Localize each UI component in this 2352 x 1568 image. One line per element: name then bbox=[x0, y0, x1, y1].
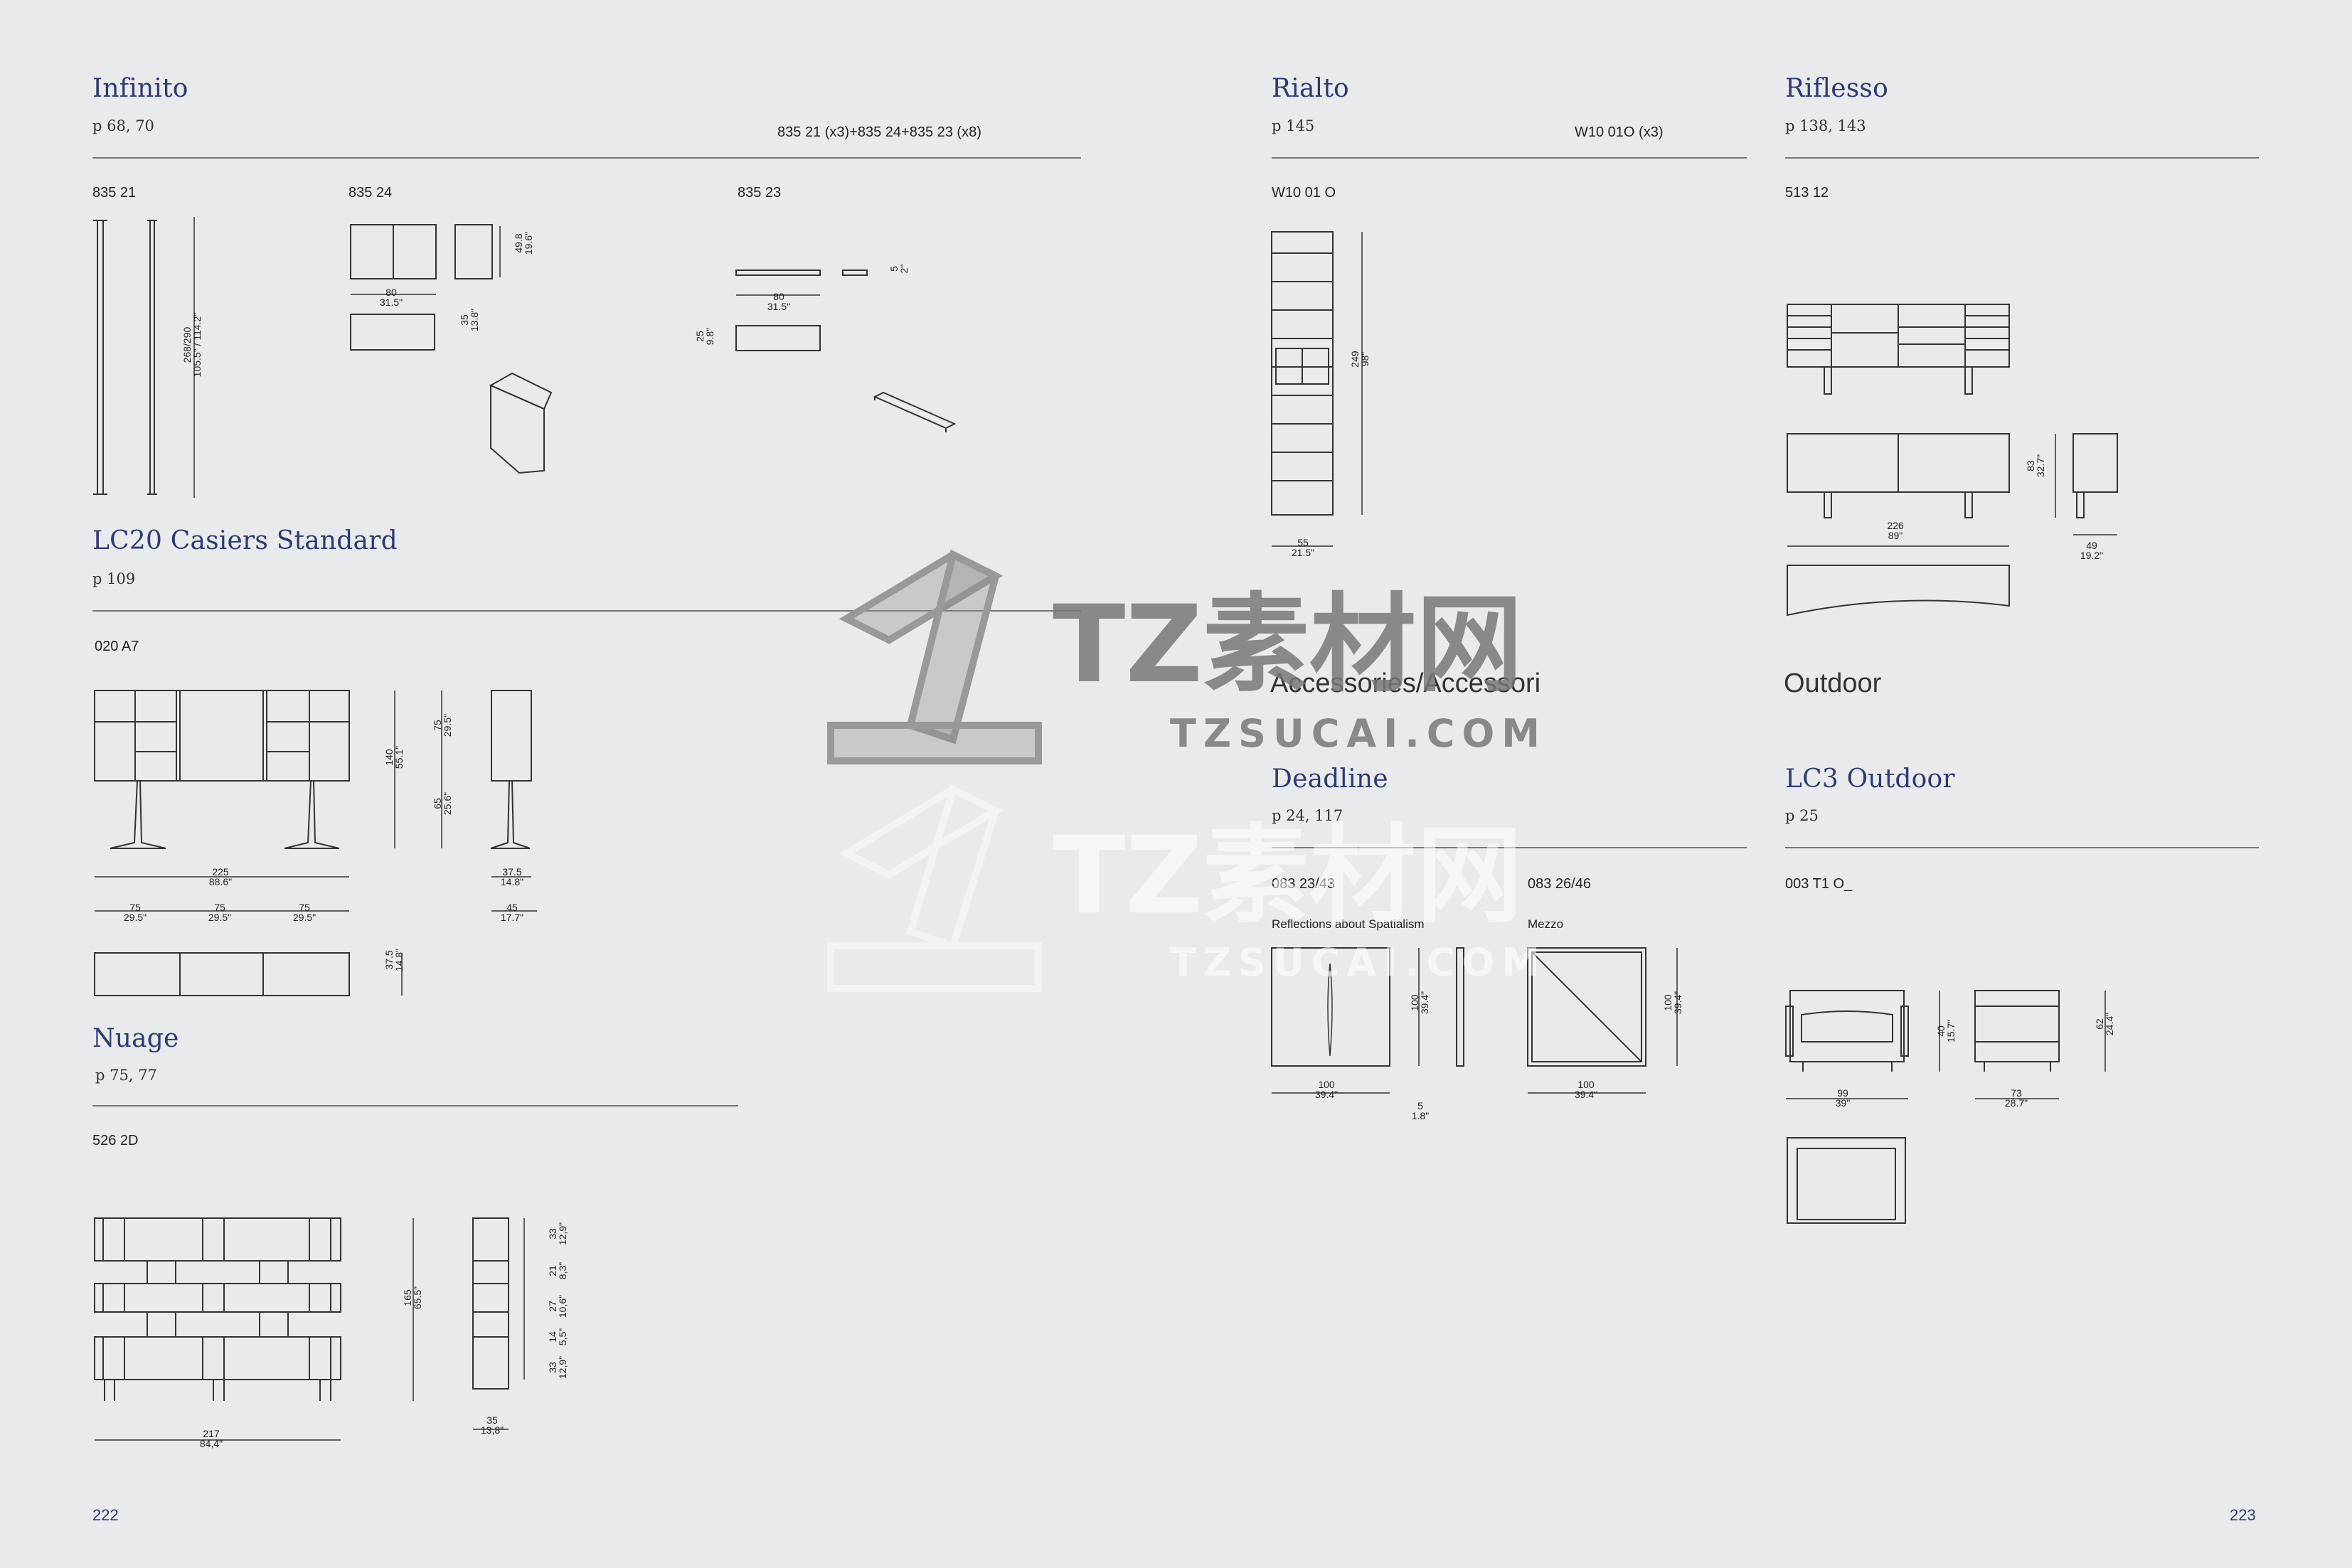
lc20-title: LC20 Casiers Standard bbox=[92, 526, 398, 555]
watermark-en-faint: TZSUCAI.COM bbox=[1170, 940, 1548, 985]
deadline-drawing bbox=[1271, 947, 1678, 1094]
nuage-code: 526 2D bbox=[92, 1133, 139, 1148]
riflesso-code: 513 12 bbox=[1785, 185, 1829, 201]
rialto-pages: p 145 bbox=[1272, 117, 1315, 134]
rialto-rule bbox=[1272, 157, 1747, 159]
riflesso-title: Riflesso bbox=[1785, 74, 1888, 103]
infinito-835-24-drawing bbox=[350, 224, 553, 474]
lc3-drawing bbox=[1785, 990, 2106, 1224]
watermark-cn: TZ素材网 bbox=[1053, 583, 1523, 707]
nuage-drawing bbox=[94, 1217, 525, 1441]
deadline-title: Deadline bbox=[1272, 764, 1388, 794]
deadline-rule bbox=[1272, 847, 1747, 848]
infinito-title: Infinito bbox=[92, 74, 188, 103]
lc3-pages: p 25 bbox=[1785, 807, 1819, 824]
infinito-config: 835 21 (x3)+835 24+835 23 (x8) bbox=[777, 124, 981, 140]
deadline-pages: p 24, 117 bbox=[1272, 807, 1343, 824]
infinito-pages: p 68, 70 bbox=[92, 117, 154, 134]
deadline-code-a: 083 23/43 bbox=[1272, 876, 1335, 892]
infinito-835-23-drawing bbox=[735, 270, 957, 432]
nuage-title: Nuage bbox=[92, 1024, 179, 1053]
rialto-title: Rialto bbox=[1272, 74, 1349, 103]
infinito-code-2: 835 24 bbox=[348, 185, 393, 201]
left-page-number: 222 bbox=[92, 1506, 119, 1524]
lc20-code: 020 A7 bbox=[95, 639, 139, 654]
watermark-logo bbox=[827, 549, 1042, 764]
rialto-config: W10 01O (x3) bbox=[1575, 124, 1664, 140]
watermark-en: TZSUCAI.COM bbox=[1170, 711, 1548, 756]
lc3-rule bbox=[1785, 847, 2259, 848]
infinito-pole-drawing bbox=[93, 217, 195, 498]
deadline-name-a: Reflections about Spatialism bbox=[1272, 917, 1425, 931]
infinito-code-3: 835 23 bbox=[738, 185, 782, 201]
lc20-drawing bbox=[94, 690, 537, 996]
riflesso-drawing bbox=[1787, 304, 2118, 617]
accessories-heading: Accessories/Accessori bbox=[1270, 668, 1541, 698]
nuage-rule bbox=[92, 1105, 738, 1106]
rialto-code: W10 01 O bbox=[1272, 185, 1336, 201]
riflesso-rule bbox=[1785, 157, 2259, 159]
outdoor-heading: Outdoor bbox=[1784, 668, 1882, 698]
lc20-rule bbox=[92, 610, 1081, 612]
deadline-code-b: 083 26/46 bbox=[1528, 876, 1591, 892]
infinito-rule bbox=[92, 157, 1081, 159]
right-page-number: 223 bbox=[2230, 1506, 2256, 1524]
deadline-name-b: Mezzo bbox=[1528, 917, 1564, 931]
lc3-title: LC3 Outdoor bbox=[1785, 764, 1955, 794]
infinito-code-1: 835 21 bbox=[92, 185, 137, 201]
lc3-code: 003 T1 O_ bbox=[1785, 876, 1853, 892]
watermark-cn-faint: TZ素材网 bbox=[1053, 814, 1523, 938]
rialto-drawing bbox=[1271, 231, 1363, 547]
nuage-pages: p 75, 77 bbox=[95, 1067, 157, 1084]
watermark-logo-faint bbox=[827, 784, 1042, 992]
lc20-pages: p 109 bbox=[92, 570, 136, 587]
riflesso-pages: p 138, 143 bbox=[1785, 117, 1866, 134]
